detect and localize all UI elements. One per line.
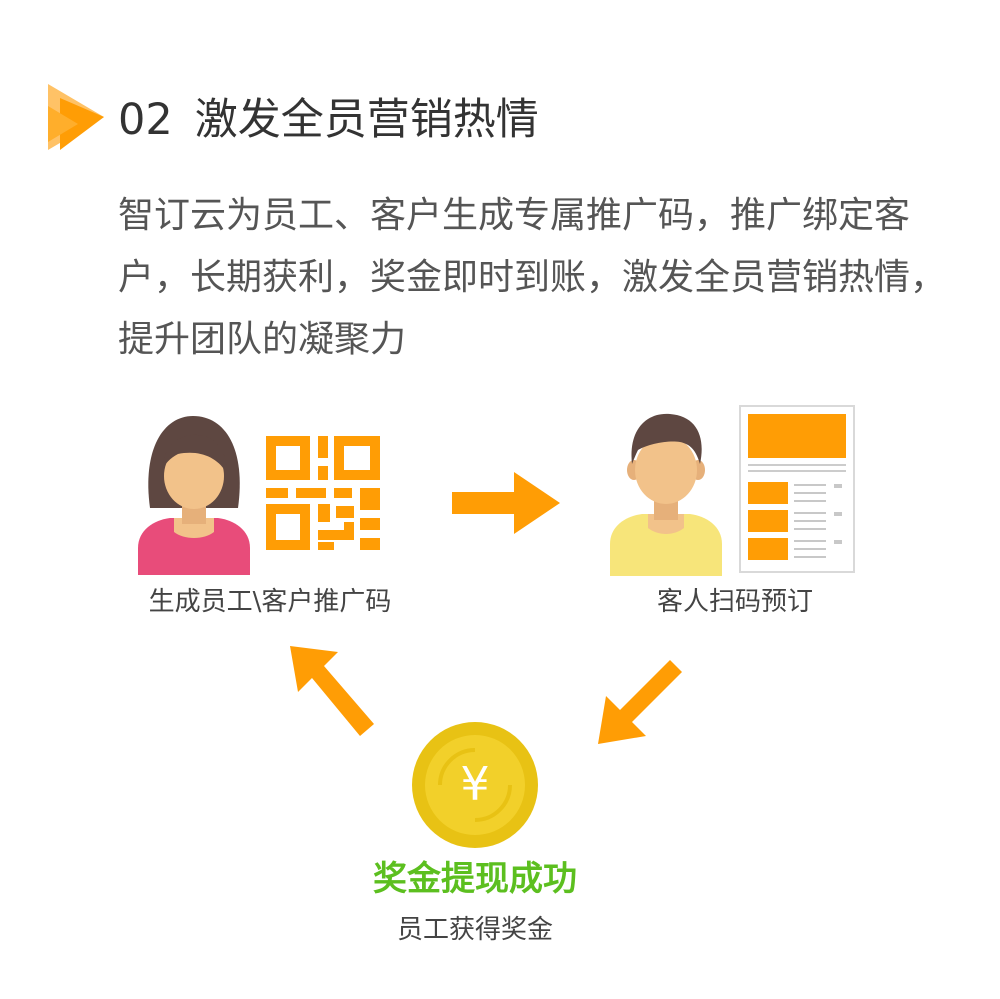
success-title: 奖金提现成功 (373, 859, 577, 899)
description-line: 提升团队的凝聚力 (118, 319, 407, 360)
description-line: 智订云为员工、客户生成专属推广码，推广绑定客 (118, 195, 911, 236)
employee-qr-illustration (138, 416, 380, 575)
employee-avatar-icon (138, 416, 250, 575)
description-paragraph: 智订云为员工、客户生成专属推广码，推广绑定客 户，长期获利，奖金即时到账，激发全… (118, 185, 948, 371)
guest-booking-illustration (610, 405, 855, 576)
arrow-down-left-icon (598, 660, 682, 744)
yuan-coin-icon: ¥ (412, 722, 538, 848)
description-line: 户，长期获利，奖金即时到账，激发全员营销热情， (118, 257, 947, 298)
success-subtitle: 员工获得奖金 (396, 915, 553, 945)
section-title: 02 激发全员营销热情 (118, 92, 539, 148)
coin-symbol: ¥ (460, 757, 489, 811)
step-guest-label: 客人扫码预订 (656, 587, 813, 617)
booking-form-icon (739, 405, 855, 573)
guest-avatar-icon (610, 413, 722, 576)
step-employee-label: 生成员工\客户推广码 (148, 587, 392, 617)
section-number: 02 (118, 95, 173, 145)
qr-code-icon (266, 436, 380, 550)
arrow-up-left-icon (290, 646, 374, 736)
section-title-text: 激发全员营销热情 (194, 95, 539, 145)
arrow-right-icon (452, 472, 560, 534)
play-triangle-icon (48, 84, 104, 150)
